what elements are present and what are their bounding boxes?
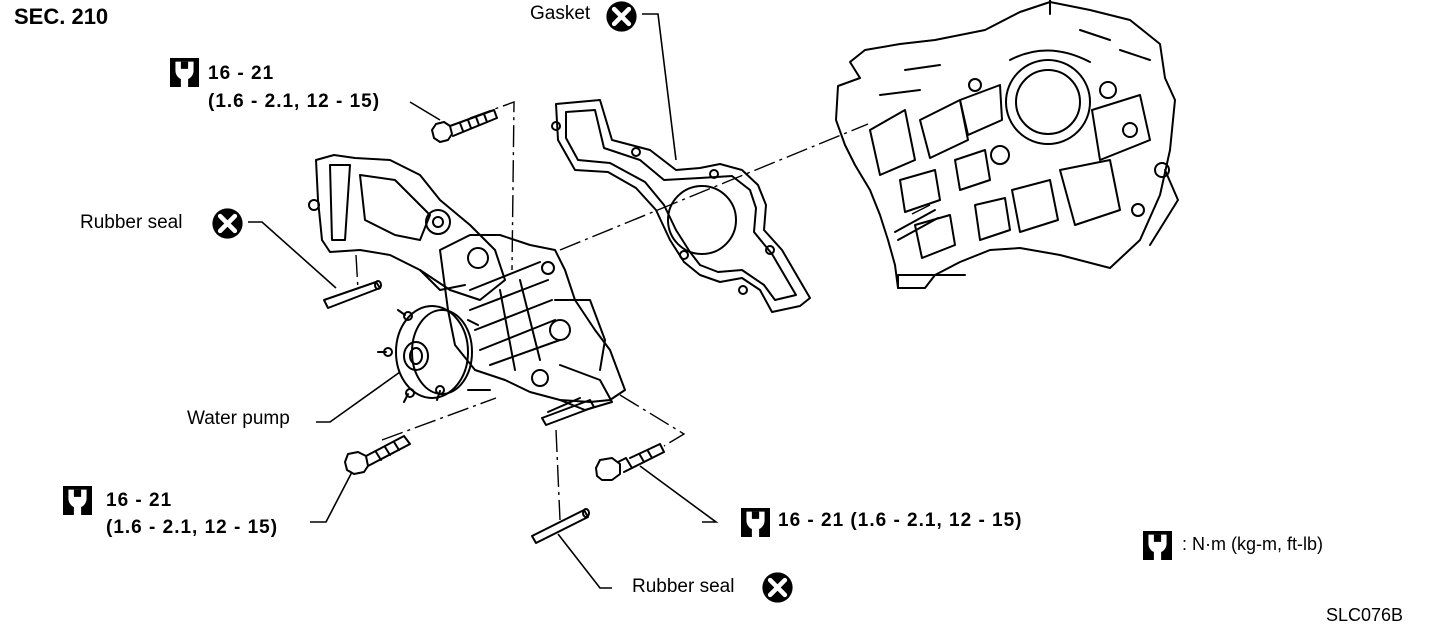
gasket-label: Gasket (530, 3, 591, 24)
alignment-lines (355, 100, 931, 521)
torque-wrench-icon-top (170, 58, 199, 87)
section-number: SEC. 210 (14, 4, 109, 29)
torque-top-alt: (1.6 - 2.1, 12 - 15) (208, 91, 381, 112)
figure-id: SLC076B (1326, 605, 1404, 625)
torque-left-value: 16 - 21 (106, 490, 173, 511)
water-pump (308, 154, 626, 411)
bolt-left (344, 435, 411, 475)
rubber-seal-mid-part (541, 397, 595, 426)
torque-wrench-icon-left (63, 486, 92, 515)
replace-icon-gasket (606, 1, 636, 31)
leader-lines (248, 13, 719, 589)
torque-unit-legend: : N·m (kg-m, ft-lb) (1182, 534, 1323, 554)
replace-icon-seal-bottom (762, 572, 792, 602)
rubber-seal-bottom-label: Rubber seal (632, 576, 735, 597)
rubber-seal-left-part (323, 280, 382, 309)
bolt-top (431, 109, 498, 143)
torque-top-value: 16 - 21 (208, 63, 275, 84)
torque-right-value: 16 - 21 (1.6 - 2.1, 12 - 15) (778, 510, 1023, 531)
torque-wrench-icon-right (741, 508, 770, 537)
replace-icon-seal-left (212, 208, 242, 238)
rubber-seal-bottom-part (531, 508, 590, 544)
torque-wrench-icon-legend (1143, 531, 1172, 560)
engine-block (835, 0, 1179, 289)
bolt-right (595, 443, 665, 481)
rubber-seal-left-label: Rubber seal (80, 212, 183, 233)
gasket (551, 99, 811, 313)
torque-left-alt: (1.6 - 2.1, 12 - 15) (106, 517, 279, 538)
water-pump-label: Water pump (187, 408, 290, 429)
